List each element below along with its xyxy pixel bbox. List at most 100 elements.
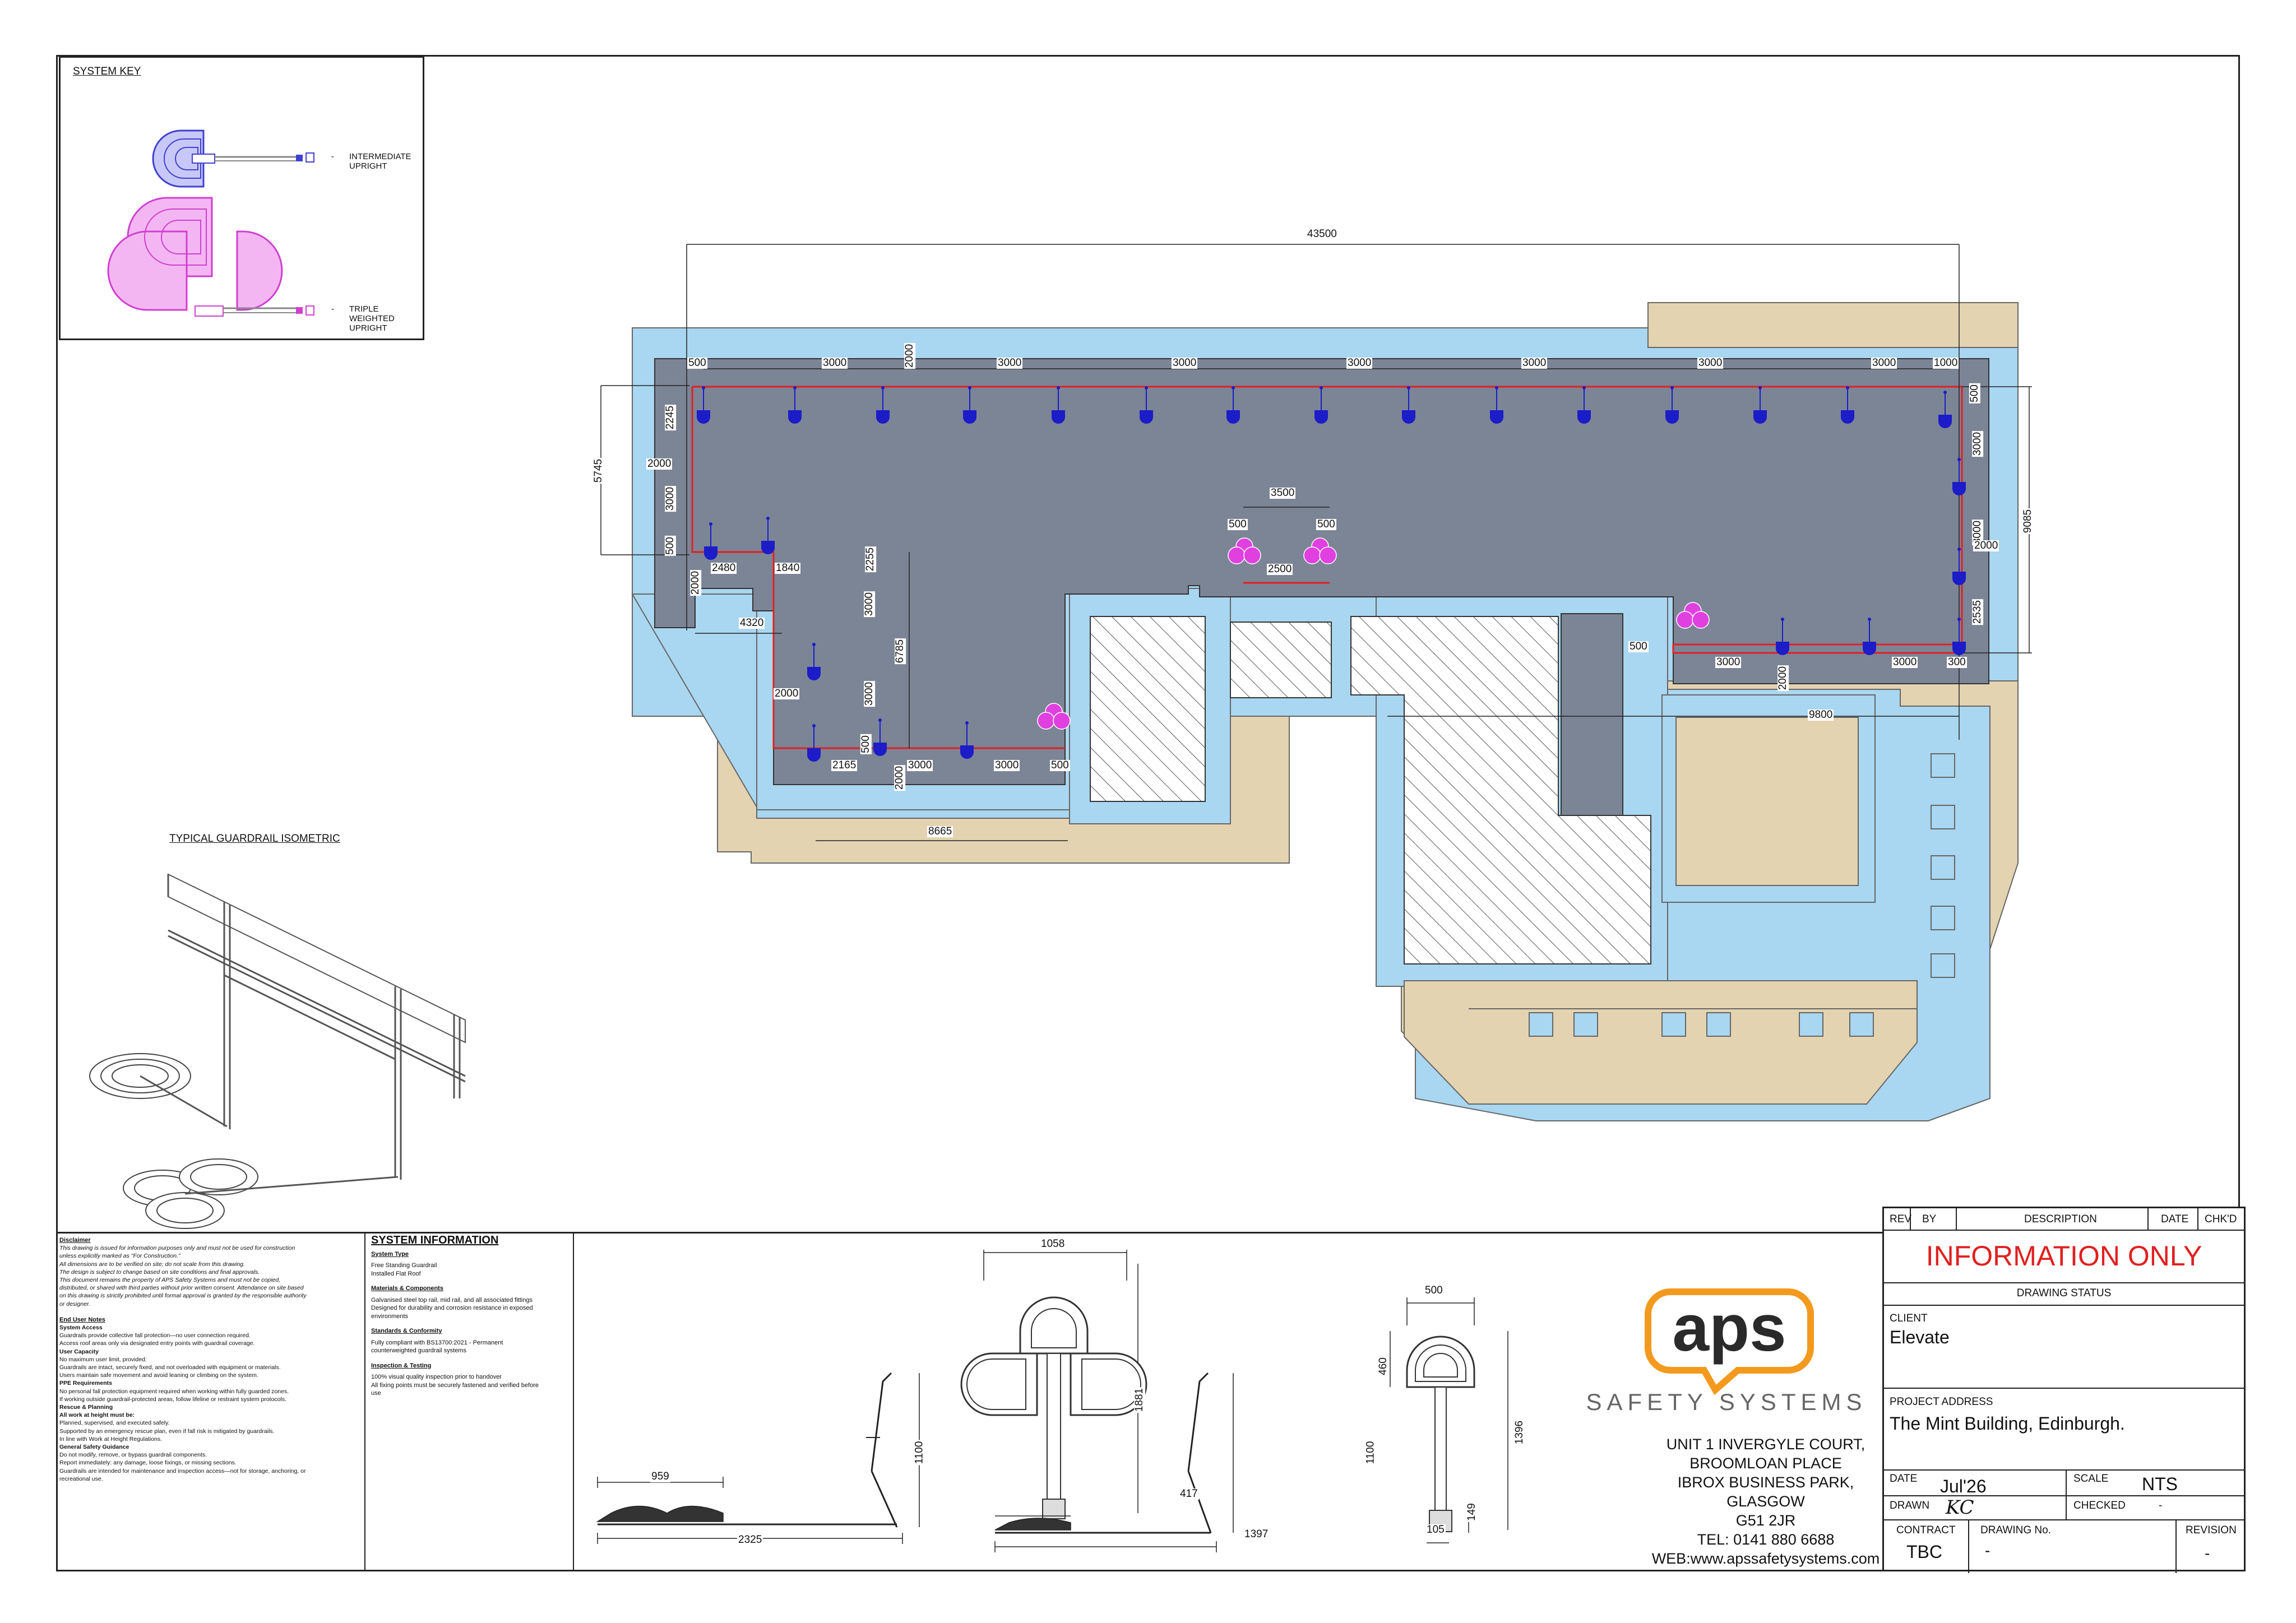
disclaimer-line: This drawing is issued for information p… xyxy=(59,1245,295,1252)
dim-2000-r: 2000 xyxy=(1973,540,1999,551)
sysinfo-line: environments xyxy=(371,1313,409,1320)
dim-417: 417 xyxy=(1179,1488,1199,1500)
disclaimer-panel: Disclaimer This drawing is issued for in… xyxy=(59,1236,362,1483)
key-dash-2: - xyxy=(331,304,334,314)
client-value: Elevate xyxy=(1890,1327,1950,1347)
dim-9085: 9085 xyxy=(2022,508,2034,535)
dim-3000-b1: 3000 xyxy=(907,759,933,771)
drawn-initials: KC xyxy=(1946,1496,1974,1519)
address-line: UNIT 1 INVERGYLE COURT, xyxy=(1666,1436,1866,1453)
dim-3000-rb2: 3000 xyxy=(1892,656,1918,668)
dim-3000-4: 3000 xyxy=(1346,357,1373,369)
address-line: IBROX BUSINESS PARK, xyxy=(1677,1474,1854,1491)
key-label-triple: TRIPLE WEIGHTED UPRIGHT xyxy=(349,304,395,333)
section-line: No personal fall protection equipment re… xyxy=(59,1388,289,1395)
section-line: Report immediately: any damage, loose fi… xyxy=(59,1459,237,1467)
dim-2000-left: 2000 xyxy=(646,458,673,470)
section-heading: System Access xyxy=(59,1324,103,1332)
section-line: Users maintain safe movement and avoid l… xyxy=(59,1372,258,1379)
dim-500-r1: 500 xyxy=(1968,383,1980,404)
dim-3000-7: 3000 xyxy=(1871,357,1897,369)
date-label: DATE xyxy=(1890,1473,1918,1485)
checked-label: CHECKED xyxy=(2073,1500,2126,1511)
triple-weighted-upright-icon xyxy=(1303,537,1337,564)
section-line: In line with Work at Height Regulations. xyxy=(59,1435,163,1443)
dim-3000-left: 3000 xyxy=(664,485,677,512)
section-line: Guardrails are intact, securely fixed, a… xyxy=(59,1364,281,1371)
drawing-status-value: INFORMATION ONLY xyxy=(1925,1240,2202,1272)
dim-500-c1: 500 xyxy=(1228,518,1248,530)
dim-1840: 1840 xyxy=(775,562,801,574)
dim-1397: 1397 xyxy=(1243,1528,1270,1540)
dim-1058: 1058 xyxy=(1040,1238,1066,1250)
aps-logo: aps xyxy=(1645,1288,1814,1395)
dim-3500: 3500 xyxy=(1270,487,1296,499)
intermediate-upright-icon xyxy=(1314,386,1328,424)
section-heading: All work at height must be: xyxy=(59,1412,135,1419)
triple-weighted-upright-icon xyxy=(1228,537,1261,564)
address-line: GLASGOW xyxy=(1726,1493,1805,1510)
scale-label: SCALE xyxy=(2073,1473,2109,1485)
dim-2000-bot: 2000 xyxy=(894,764,906,791)
dim-2535: 2535 xyxy=(1971,599,1984,625)
section-heading: User Capacity xyxy=(59,1348,99,1355)
address-line: G51 2JR xyxy=(1735,1512,1796,1529)
date-value: Jul'26 xyxy=(1940,1476,1987,1496)
dim-2165: 2165 xyxy=(831,759,858,771)
intermediate-upright-icon xyxy=(1952,618,1966,655)
intermediate-upright-icon xyxy=(1938,391,1952,428)
intermediate-upright-icon xyxy=(1052,386,1065,424)
key-symbols xyxy=(107,129,314,317)
sysinfo-line: Galvanised steel top rail, mid rail, and… xyxy=(371,1296,533,1304)
company-tagline: SAFETY SYSTEMS xyxy=(1586,1389,1867,1415)
section-line: Guardrails provide collective fall prote… xyxy=(59,1332,251,1339)
isometric-title: TYPICAL GUARDRAIL ISOMETRIC xyxy=(169,833,340,845)
section-line: recreational use. xyxy=(59,1475,103,1482)
dim-2000-rb: 2000 xyxy=(1777,665,1789,692)
intermediate-upright-icon xyxy=(1490,386,1503,424)
dim-6785: 6785 xyxy=(894,638,906,665)
section-heading: Rescue & Planning xyxy=(59,1404,113,1411)
tb-description-header: DESCRIPTION xyxy=(2024,1213,2097,1225)
key-dash-1: - xyxy=(331,152,334,161)
contract-label: CONTRACT xyxy=(1896,1524,1956,1536)
contract-value: TBC xyxy=(1906,1542,1942,1562)
divider-1 xyxy=(364,1232,365,1571)
intermediate-upright-icon xyxy=(807,724,821,762)
intermediate-upright-icon xyxy=(963,386,976,424)
dim-2480: 2480 xyxy=(711,562,737,574)
dim-3000-mid2: 3000 xyxy=(863,680,876,707)
title-block: REV BY DESCRIPTION DATE CHK'D INFORMATIO… xyxy=(1882,1207,2246,1573)
disclaimer-line: All dimensions are to be verified on sit… xyxy=(59,1260,245,1268)
system-key: SYSTEM KEY - INTERMEDIATE UPRIGHT xyxy=(59,56,424,340)
triple-weighted-upright-icon xyxy=(1037,703,1071,730)
intermediate-upright-icon xyxy=(807,643,821,680)
dim-2325: 2325 xyxy=(737,1534,763,1546)
address-link[interactable]: WEB:www.apssafetysystems.com xyxy=(1651,1550,1880,1567)
intermediate-upright-icon xyxy=(152,129,314,188)
scale-value: NTS xyxy=(2142,1474,2178,1494)
intermediate-upright-icon xyxy=(1226,386,1240,424)
section-line: No maximum user limit, provided: xyxy=(59,1356,147,1363)
dim-2245: 2245 xyxy=(664,404,677,431)
project-address-label: PROJECT ADDRESS xyxy=(1890,1396,1993,1408)
disclaimer-line: distributed, or shared with third partie… xyxy=(59,1285,304,1292)
disclaimer-line: on this drawing is strictly prohibited u… xyxy=(59,1292,307,1300)
tb-by-header: BY xyxy=(1922,1213,1937,1225)
triple-weighted-upright-icon xyxy=(1676,602,1710,629)
dim-3000-rb1: 3000 xyxy=(1715,656,1742,668)
section-heading: PPE Requirements xyxy=(59,1380,112,1387)
section-line: Access roof areas only via designated en… xyxy=(59,1340,255,1347)
sysinfo-heading: Inspection & Testing xyxy=(371,1362,432,1369)
intermediate-upright-icon xyxy=(1753,386,1767,424)
divider-2 xyxy=(573,1232,574,1571)
disclaimer-line: unless explicitly marked as "For Constru… xyxy=(59,1253,180,1260)
dim-9800: 9800 xyxy=(1808,709,1834,721)
sysinfo-line: Free Standing Guardrail xyxy=(371,1262,437,1269)
dim-500-rb: 500 xyxy=(1628,641,1649,652)
dim-3000-2: 3000 xyxy=(997,357,1023,369)
dim-3000-1: 3000 xyxy=(822,357,848,369)
dim-460: 460 xyxy=(1377,1356,1389,1376)
dim-5745: 5745 xyxy=(592,457,605,484)
system-information-panel: SYSTEM INFORMATION System Type Free Stan… xyxy=(371,1235,573,1398)
